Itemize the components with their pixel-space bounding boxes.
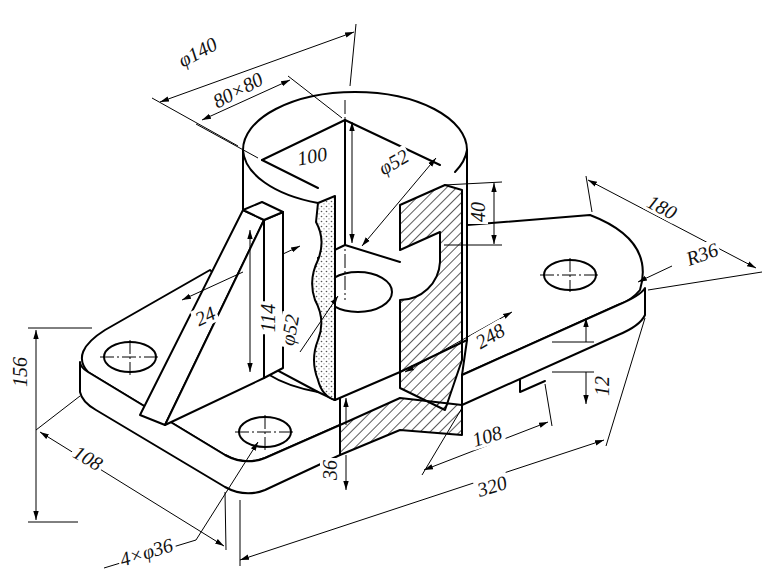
dimension-text: φ140 [173, 33, 222, 72]
dimension-line [494, 183, 495, 244]
label-holder: 320 [473, 471, 512, 501]
extension-line [422, 384, 552, 475]
dimension-text: 40 [468, 200, 488, 224]
center-line [100, 340, 160, 375]
extension-line [36, 396, 226, 550]
label-holder: 36 [320, 458, 341, 482]
label-holder: 180 [642, 190, 682, 225]
dimension-line [405, 312, 512, 372]
label-holder: 12 [592, 374, 613, 398]
label-holder: 114 [258, 302, 279, 335]
extension-line [586, 176, 762, 290]
wall-section [400, 185, 462, 410]
dimension-line [352, 122, 353, 243]
dimension-text: 320 [473, 471, 511, 500]
label-holder: 4×φ36 [115, 534, 177, 571]
center-line [345, 100, 346, 300]
leader-line [300, 296, 338, 352]
square-hole [262, 120, 440, 165]
groove [520, 380, 545, 392]
label-holder: 40 [468, 200, 489, 224]
label-holder: 156 [10, 355, 31, 389]
break-section [312, 196, 335, 400]
dimension-text: 180 [642, 190, 681, 224]
dimension-line [588, 180, 756, 268]
extension-line [444, 182, 502, 245]
dimension-text: 114 [258, 302, 278, 335]
dimension-text: 108 [468, 421, 506, 450]
extension-line [240, 318, 645, 566]
dimension-line [40, 432, 224, 546]
center-line [235, 415, 295, 450]
label-holder: φ140 [173, 33, 223, 73]
dimension-line [424, 422, 548, 470]
dimension-line [240, 440, 604, 560]
extension-line [152, 24, 356, 146]
rib-side [165, 212, 283, 425]
dimension-line [36, 330, 37, 520]
dimension-text: 4×φ36 [115, 534, 177, 570]
right-plate-front [462, 288, 645, 405]
dimension-line [586, 318, 587, 404]
extension-line [552, 342, 594, 372]
dimension-line [250, 230, 251, 372]
rib-edge [263, 220, 265, 378]
rib-top [243, 202, 283, 220]
label-holder: R36 [682, 238, 723, 270]
dimension-line [346, 398, 347, 490]
dimension-text: 36 [320, 458, 340, 482]
leader-line [638, 266, 672, 282]
dimension-line [182, 246, 300, 300]
label-holder: 108 [468, 421, 507, 451]
dimension-text: R36 [682, 238, 723, 269]
label-holder: 80×80 [208, 68, 269, 114]
dimension-line [362, 158, 436, 246]
cylinder-rim [455, 150, 467, 172]
center-line [540, 258, 600, 292]
extension-line [28, 328, 92, 522]
dimension-text: 156 [10, 355, 30, 389]
dimension-text: 12 [592, 374, 612, 398]
